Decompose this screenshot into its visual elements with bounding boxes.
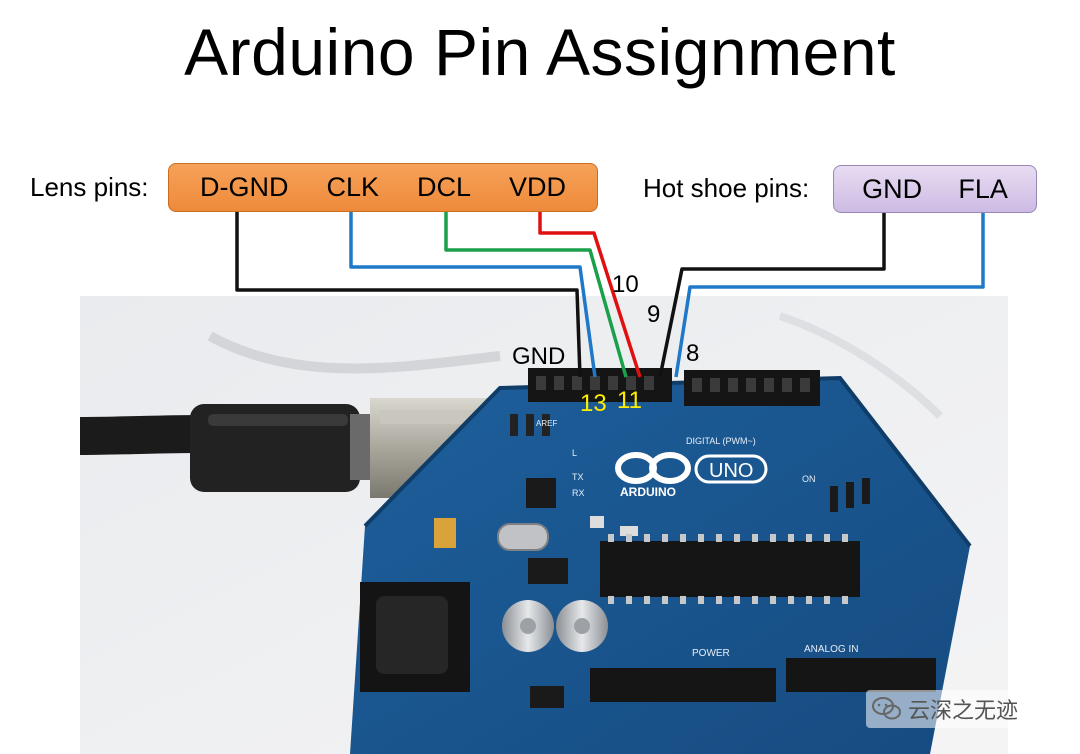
logo-model: UNO [709, 460, 753, 482]
lens-pin-d-gnd: D-GND [199, 172, 289, 202]
silk-analog: ANALOG IN [804, 644, 858, 655]
label-pin-13: 13 [580, 390, 607, 417]
silk-power: POWER [692, 648, 730, 659]
label-pin-9: 9 [647, 301, 660, 328]
wire-d-gnd [235, 212, 582, 378]
lens-pins-label: Lens pins: [30, 172, 149, 202]
page-title: Arduino Pin Assignment [184, 15, 896, 89]
silk-tx: TX [572, 472, 584, 482]
hot-shoe-pins-label: Hot shoe pins: [643, 173, 810, 203]
watermark-text: 云深之无迹 [908, 699, 1019, 724]
wire-vdd [538, 212, 642, 378]
logo-brand: ARDUINO [620, 485, 676, 499]
wire-dcl [444, 212, 628, 378]
label-pin-8: 8 [686, 340, 699, 367]
wire-hot-shoe-fla [674, 213, 985, 378]
label-pin-11: 11 [617, 387, 642, 414]
silk-l: L [572, 448, 577, 458]
lens-pin-vdd: VDD [508, 172, 566, 202]
wire-clk [349, 212, 597, 378]
hot-shoe-pin-gnd: GND [862, 173, 923, 204]
silk-rx: RX [572, 488, 585, 498]
silk-aref: AREF [536, 419, 557, 428]
arduino-logo: UNO ARDUINO [615, 452, 768, 499]
chat-bubble-icon [872, 697, 901, 720]
hot-shoe-pin-box: GND FLA [833, 165, 1037, 213]
arduino-photo: DIGITAL (PWM~) AREF L TX RX ON UNO ARDUI… [80, 296, 1008, 754]
label-pin-10: 10 [612, 271, 639, 298]
silk-digital: DIGITAL (PWM~) [686, 436, 756, 446]
lens-pin-dcl: DCL [416, 172, 471, 202]
wire-hot-shoe-gnd [658, 213, 886, 378]
label-gnd: GND [512, 343, 565, 370]
lens-pin-box: D-GND CLK DCL VDD [168, 163, 598, 212]
lens-pin-clk: CLK [326, 172, 379, 202]
silk-on: ON [802, 474, 816, 484]
arduino-board-illustration: DIGITAL (PWM~) AREF L TX RX ON UNO ARDUI… [80, 296, 1008, 754]
watermark: 云深之无迹 [866, 690, 1025, 728]
hot-shoe-pin-fla: FLA [958, 173, 1008, 204]
